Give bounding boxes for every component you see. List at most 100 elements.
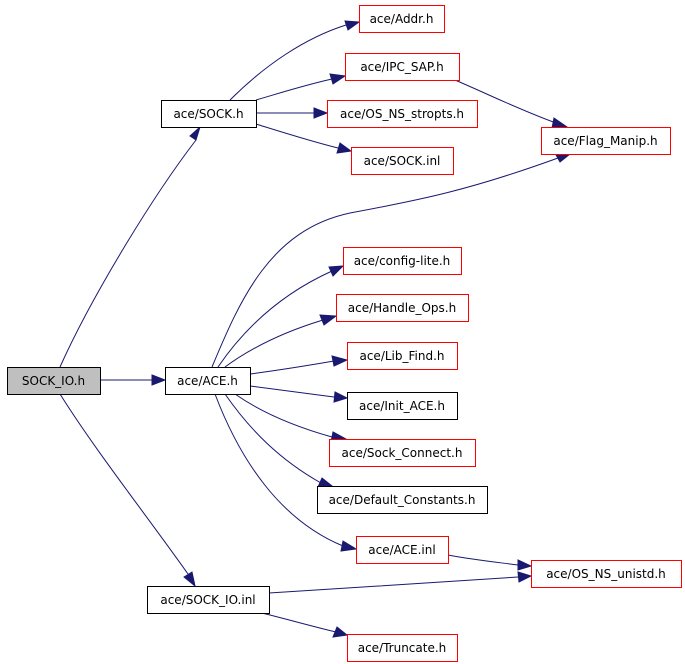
node-label: ace/Flag_Manip.h bbox=[553, 134, 657, 148]
node-config-lite-h[interactable]: ace/config-lite.h bbox=[343, 247, 462, 275]
node-os-ns-unistd-h[interactable]: ace/OS_NS_unistd.h bbox=[531, 560, 682, 588]
edge-ace-h-to-ace-inl bbox=[214, 393, 358, 552]
node-os-ns-stropts-h[interactable]: ace/OS_NS_stropts.h bbox=[327, 100, 478, 128]
edges-layer bbox=[59, 20, 572, 638]
edge-arrowhead bbox=[319, 314, 338, 326]
node-box[interactable] bbox=[345, 53, 460, 81]
edge-line bbox=[447, 554, 519, 566]
node-box[interactable] bbox=[161, 100, 257, 128]
node-box[interactable] bbox=[531, 560, 682, 588]
node-box[interactable] bbox=[147, 586, 270, 614]
edge-arrowhead bbox=[340, 540, 358, 552]
node-box[interactable] bbox=[329, 439, 476, 467]
node-sock-inl[interactable]: ace/SOCK.inl bbox=[351, 147, 454, 175]
edge-line bbox=[249, 360, 335, 375]
node-label: ace/OS_NS_stropts.h bbox=[340, 107, 464, 121]
edge-line bbox=[224, 393, 322, 484]
node-init-ace-h[interactable]: ace/Init_ACE.h bbox=[347, 392, 458, 420]
node-box[interactable] bbox=[347, 634, 458, 662]
node-flag-manip-h[interactable]: ace/Flag_Manip.h bbox=[541, 127, 671, 155]
node-box[interactable] bbox=[347, 342, 458, 370]
edge-sock-h-to-ipc-sap-h bbox=[255, 73, 347, 101]
nodes-layer: SOCK_IO.h ace/SOCK.h ace/ACE.h ace/SOCK_IO.… bbox=[7, 5, 682, 662]
edge-ace-h-to-handle-ops-h bbox=[224, 314, 338, 368]
node-box[interactable] bbox=[359, 5, 445, 33]
node-box[interactable] bbox=[317, 486, 488, 514]
edge-line bbox=[214, 393, 344, 547]
edge-ipc-sap-h-to-flag-manip-h bbox=[454, 79, 569, 129]
edge-arrowhead bbox=[183, 571, 196, 588]
edge-sock-io-h-to-ace-h bbox=[100, 374, 167, 386]
edge-arrowhead bbox=[551, 117, 569, 129]
node-ace-h[interactable]: ace/ACE.h bbox=[165, 367, 251, 395]
node-ace-inl[interactable]: ace/ACE.inl bbox=[356, 536, 449, 564]
edge-line bbox=[59, 139, 197, 368]
node-box[interactable] bbox=[7, 367, 101, 395]
edge-sock-h-to-addr-h bbox=[229, 20, 361, 101]
node-sock-io-inl[interactable]: ace/SOCK_IO.inl bbox=[147, 586, 270, 614]
node-label: SOCK_IO.h bbox=[22, 374, 85, 388]
node-label: ace/Handle_Ops.h bbox=[348, 301, 456, 315]
edge-line bbox=[255, 78, 333, 101]
node-box[interactable] bbox=[351, 147, 454, 175]
edge-sock-io-h-to-sock-h bbox=[59, 125, 202, 368]
edge-arrowhead bbox=[344, 20, 361, 31]
node-box[interactable] bbox=[165, 367, 251, 395]
edge-line bbox=[234, 393, 333, 438]
node-box[interactable] bbox=[356, 536, 449, 564]
edge-sock-io-inl-to-truncate-h bbox=[261, 612, 349, 638]
node-label: ace/SOCK_IO.inl bbox=[160, 593, 255, 607]
node-label: ace/Init_ACE.h bbox=[359, 399, 445, 413]
edge-line bbox=[268, 576, 519, 594]
edge-arrowhead bbox=[151, 374, 167, 386]
node-box[interactable] bbox=[336, 294, 469, 322]
node-label: ace/OS_NS_unistd.h bbox=[546, 567, 666, 581]
edge-ace-inl-to-os-ns-unistd-h bbox=[447, 554, 533, 571]
node-sock-connect-h[interactable]: ace/Sock_Connect.h bbox=[329, 439, 476, 467]
node-sock-h[interactable]: ace/SOCK.h bbox=[161, 100, 257, 128]
edge-line bbox=[261, 612, 337, 633]
node-label: ace/ACE.inl bbox=[368, 543, 435, 557]
edge-arrowhead bbox=[189, 125, 202, 141]
node-label: ace/config-lite.h bbox=[354, 254, 451, 268]
node-box[interactable] bbox=[347, 392, 458, 420]
edge-ace-h-to-default-constants-h bbox=[224, 393, 334, 488]
node-box[interactable] bbox=[541, 127, 671, 155]
node-ipc-sap-h[interactable]: ace/IPC_SAP.h bbox=[345, 53, 460, 81]
node-handle-ops-h[interactable]: ace/Handle_Ops.h bbox=[336, 294, 469, 322]
node-label: ace/Addr.h bbox=[370, 12, 434, 26]
edge-line bbox=[454, 79, 557, 124]
node-label: ace/IPC_SAP.h bbox=[360, 60, 443, 74]
edge-line bbox=[229, 24, 347, 101]
edge-line bbox=[249, 385, 335, 398]
node-addr-h[interactable]: ace/Addr.h bbox=[359, 5, 445, 33]
edge-arrowhead bbox=[329, 73, 347, 85]
node-label: ace/Truncate.h bbox=[358, 641, 447, 655]
edge-sock-io-inl-to-os-ns-unistd-h bbox=[268, 571, 533, 594]
edge-line bbox=[211, 157, 559, 368]
node-label: ace/Default_Constants.h bbox=[329, 493, 476, 507]
node-box[interactable] bbox=[343, 247, 462, 275]
node-label: ace/SOCK.inl bbox=[364, 154, 441, 168]
node-label: ace/Lib_Find.h bbox=[359, 349, 444, 363]
edge-arrowhead bbox=[331, 355, 349, 367]
edge-arrowhead bbox=[332, 626, 349, 638]
edge-arrowhead bbox=[317, 477, 334, 488]
edge-ace-h-to-sock-connect-h bbox=[234, 393, 348, 443]
edge-arrowhead bbox=[328, 265, 345, 277]
node-lib-find-h[interactable]: ace/Lib_Find.h bbox=[347, 342, 458, 370]
edge-arrowhead bbox=[517, 571, 533, 583]
edge-sock-h-to-sock-inl bbox=[255, 123, 353, 154]
node-label: ace/Sock_Connect.h bbox=[342, 446, 463, 460]
edge-sock-io-h-to-sock-io-inl bbox=[59, 393, 196, 588]
edge-ace-h-to-lib-find-h bbox=[249, 355, 349, 375]
edge-ace-h-to-init-ace-h bbox=[249, 385, 349, 403]
node-truncate-h[interactable]: ace/Truncate.h bbox=[347, 634, 458, 662]
node-label: ace/ACE.h bbox=[177, 374, 238, 388]
edge-arrowhead bbox=[336, 142, 353, 154]
edge-arrowhead bbox=[517, 559, 533, 571]
node-box[interactable] bbox=[327, 100, 478, 128]
node-sock-io-h[interactable]: SOCK_IO.h bbox=[7, 367, 101, 395]
node-default-constants-h[interactable]: ace/Default_Constants.h bbox=[317, 486, 488, 514]
